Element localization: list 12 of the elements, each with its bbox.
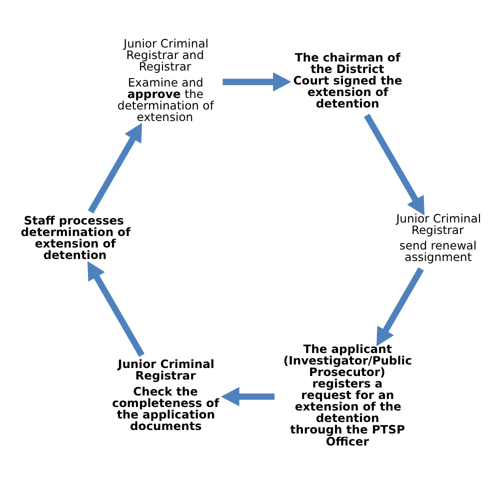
arrow — [220, 387, 275, 406]
node-text: Junior Criminal Registrar Check the completeness of the application documents — [112, 357, 220, 434]
arrow — [88, 122, 142, 214]
node-text: Junior Criminal Registrar send renewal assignment — [396, 211, 482, 264]
arrow — [87, 261, 145, 357]
node-text: Staff processes determination of extension of detention — [20, 213, 131, 262]
arrow — [376, 267, 424, 346]
node-text: The chairman of the District Court signed the extension of detention — [293, 50, 402, 110]
node-text: Junior Criminal Registrar and Registrar Examine and approve the determination of extension — [117, 36, 214, 124]
node-text: The applicant (Investigator/Public Prosecutor) registers a request for an extension of the detention through the PTSP Officer — [283, 342, 412, 448]
arrow — [364, 114, 425, 216]
arrow — [222, 72, 292, 92]
